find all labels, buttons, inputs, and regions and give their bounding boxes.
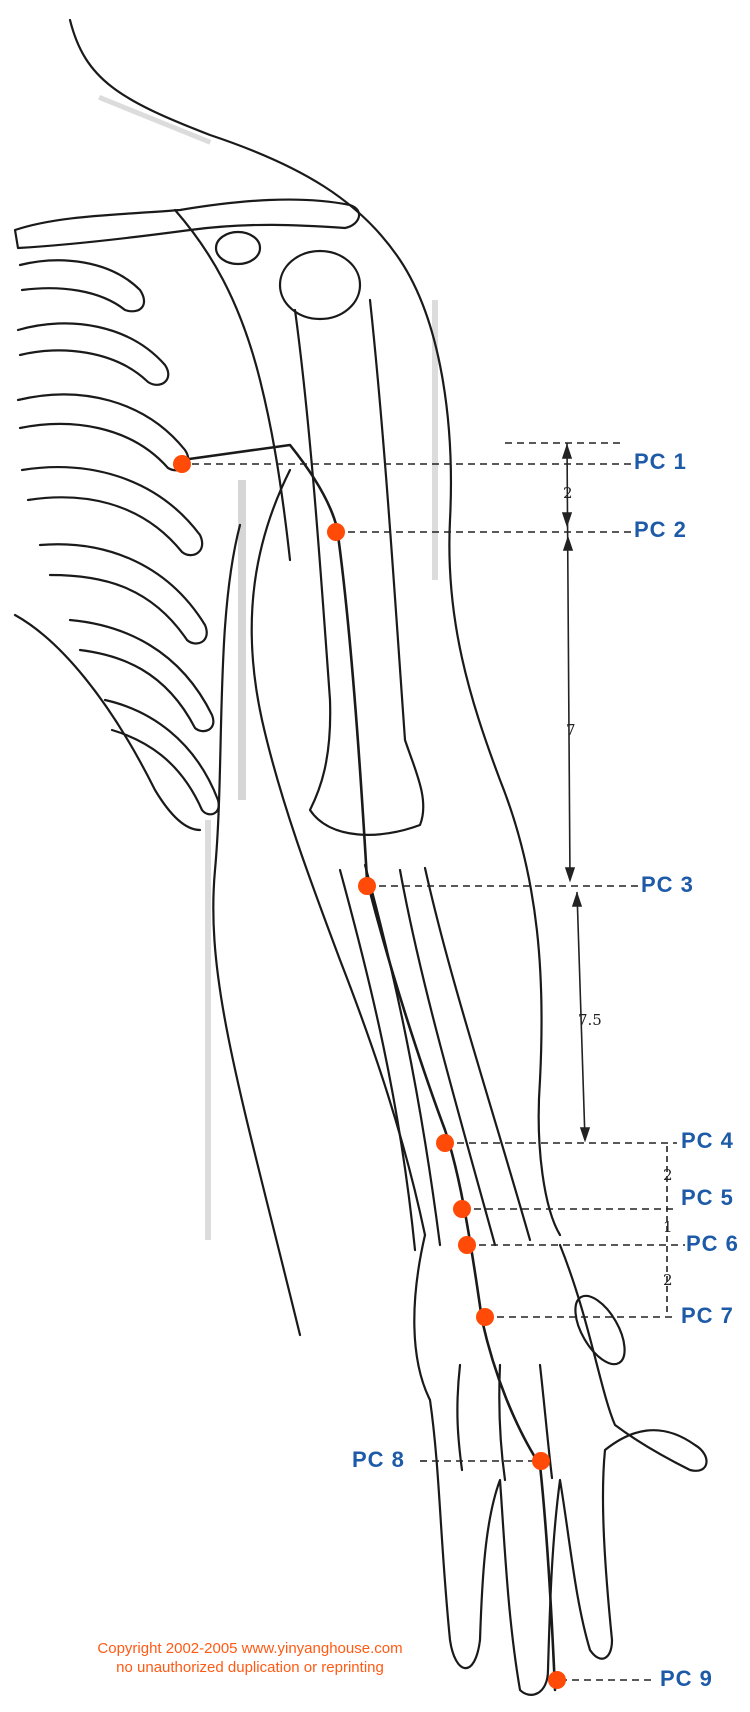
- measure-pc1-pc2: 2: [563, 484, 573, 502]
- radius: [365, 865, 440, 1245]
- acupoint-pc6: [458, 1236, 476, 1254]
- rib: [22, 467, 202, 555]
- carpal-bone: [565, 1288, 634, 1372]
- label-pc2: PC 2: [634, 517, 687, 543]
- measure-pc4-pc5: 2: [663, 1166, 673, 1184]
- measure-pc6-pc7: 2: [663, 1271, 673, 1289]
- copyright-line-1: Copyright 2002-2005 www.yinyanghouse.com: [40, 1639, 460, 1658]
- label-pc1: PC 1: [634, 449, 687, 475]
- rib: [40, 544, 207, 643]
- acupoint-pc4: [436, 1134, 454, 1152]
- acupoint-pc1: [173, 455, 191, 473]
- acupoint-pc2: [327, 523, 345, 541]
- acupoint-pc7: [476, 1308, 494, 1326]
- acupoint-pc8: [532, 1452, 550, 1470]
- rib: [105, 700, 219, 814]
- copyright-line-2: no unauthorized duplication or reprintin…: [40, 1658, 460, 1677]
- label-pc9: PC 9: [660, 1666, 713, 1692]
- label-pc3: PC 3: [641, 872, 694, 898]
- copyright-notice: Copyright 2002-2005 www.yinyanghouse.com…: [40, 1639, 460, 1677]
- label-pc6: PC 6: [686, 1231, 739, 1257]
- acupoint-pc5: [453, 1200, 471, 1218]
- acupoints: [173, 455, 566, 1689]
- measure-pc3-pc4: 7.5: [578, 1011, 602, 1029]
- rib-cage-outline: [15, 615, 200, 830]
- metacarpal: [457, 1365, 462, 1470]
- rib: [18, 394, 188, 470]
- label-pc8: PC 8: [352, 1447, 405, 1473]
- label-pc7: PC 7: [681, 1303, 734, 1329]
- rib: [70, 620, 213, 731]
- torso-side-outline: [213, 525, 300, 1335]
- rib: [18, 323, 168, 384]
- neck-shoulder-outline: [70, 20, 560, 1235]
- label-pc4: PC 4: [681, 1128, 734, 1154]
- pericardium-meridian-line: [182, 445, 555, 1690]
- label-pc5: PC 5: [681, 1185, 734, 1211]
- acromion: [216, 232, 260, 264]
- hand-outline: [414, 1235, 706, 1695]
- rib: [20, 260, 144, 311]
- acupoint-pc3: [358, 877, 376, 895]
- leader-lines: [180, 443, 685, 1680]
- acupoint-pc9: [548, 1671, 566, 1689]
- measure-pc2-pc3: 7: [566, 721, 576, 739]
- inner-arm-outline: [252, 470, 425, 1235]
- measure-pc5-pc6: 1: [663, 1218, 673, 1236]
- humeral-head: [280, 251, 360, 319]
